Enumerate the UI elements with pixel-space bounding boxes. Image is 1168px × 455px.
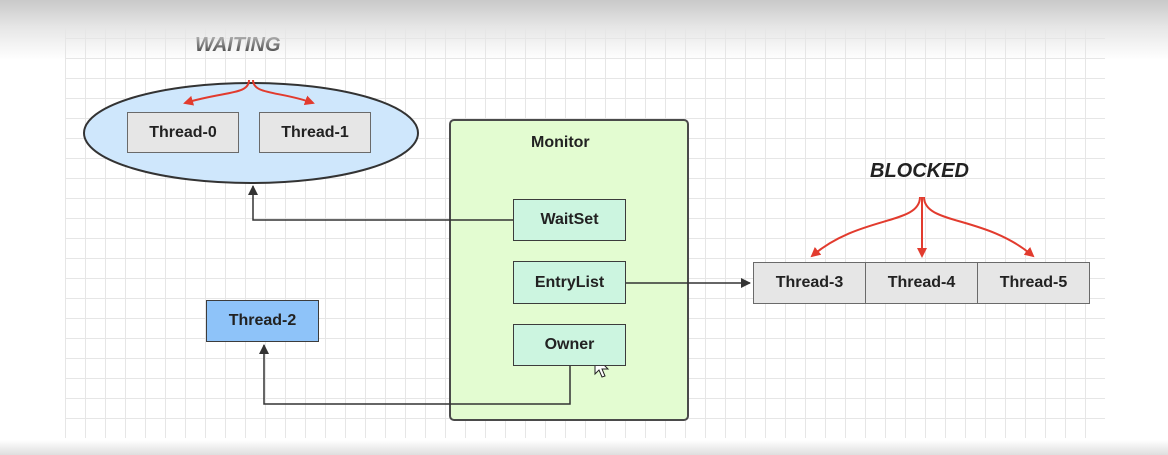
thread-box-5: Thread-5 bbox=[977, 262, 1090, 304]
owner-connector bbox=[259, 344, 571, 405]
thread-box-4: Thread-4 bbox=[865, 262, 978, 304]
waitset-connector bbox=[248, 185, 513, 221]
monitor-title: Monitor bbox=[531, 134, 590, 151]
thread-box-0: Thread-0 bbox=[127, 112, 239, 153]
owner-box: Owner bbox=[513, 324, 626, 366]
thread-box-2: Thread-2 bbox=[206, 300, 319, 342]
waitset-ellipse bbox=[83, 82, 419, 184]
blocked-label: BLOCKED bbox=[870, 160, 969, 182]
blocked-arrow-left bbox=[810, 196, 921, 258]
waitset-box: WaitSet bbox=[513, 199, 626, 241]
waiting-arrow-right bbox=[252, 79, 315, 105]
waiting-label: WAITING bbox=[195, 34, 281, 56]
entrylist-box: EntryList bbox=[513, 261, 626, 304]
thread-box-3: Thread-3 bbox=[753, 262, 866, 304]
blocked-arrow-right bbox=[923, 196, 1035, 258]
thread-box-1: Thread-1 bbox=[259, 112, 371, 153]
waiting-arrow-left bbox=[183, 79, 250, 106]
